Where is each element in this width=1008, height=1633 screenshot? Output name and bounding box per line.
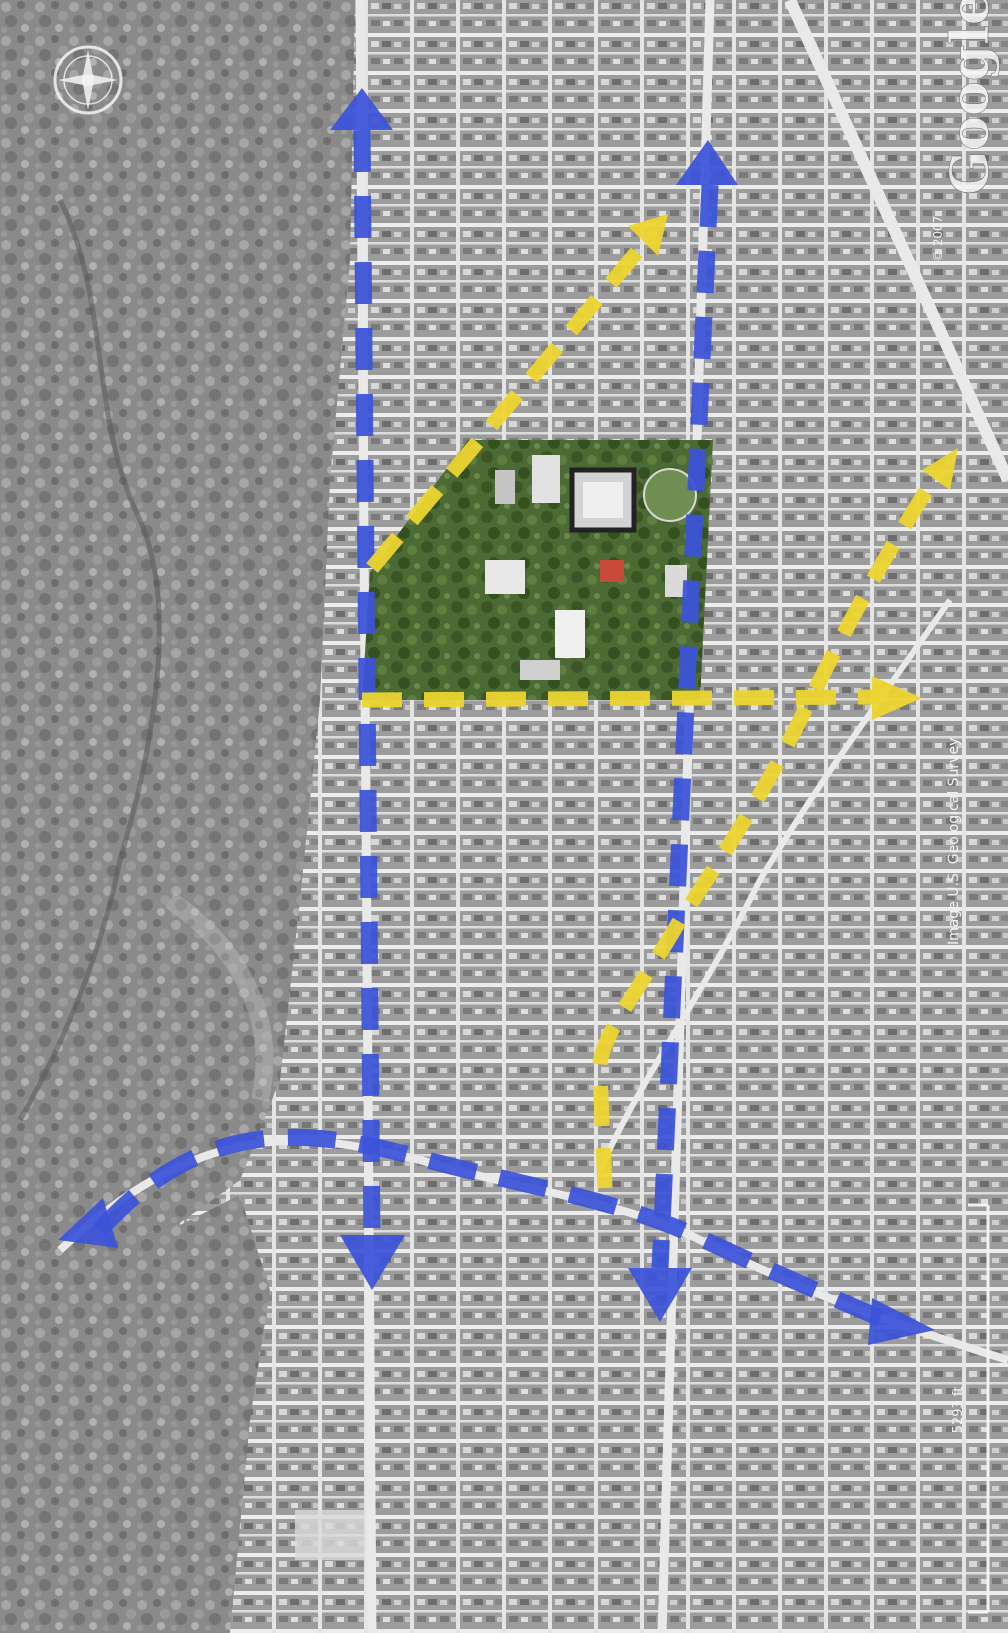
golf-course-fairway bbox=[164, 892, 274, 1102]
arrowhead-south-icon bbox=[340, 1235, 405, 1290]
arrowhead-south-icon bbox=[628, 1268, 692, 1322]
google-logo: Google bbox=[940, 0, 1001, 195]
stream-valley bbox=[17, 198, 162, 1122]
blue-routes bbox=[58, 88, 935, 1345]
copyright-text: © 2007 bbox=[931, 216, 945, 262]
yellow-campus-triangle-route[interactable] bbox=[361, 214, 922, 720]
arrowhead-northeast-icon bbox=[922, 448, 958, 490]
forest-area bbox=[0, 0, 355, 1250]
yellow-southeast-road-route[interactable] bbox=[592, 448, 958, 1189]
arrowhead-north-icon bbox=[330, 88, 393, 130]
blue-west-avenue-route[interactable] bbox=[330, 88, 405, 1290]
arrowhead-north-icon bbox=[676, 140, 738, 185]
arrowhead-east-icon bbox=[872, 676, 922, 720]
yellow-routes bbox=[361, 214, 958, 1189]
scale-label: 5293 ft bbox=[951, 1387, 966, 1434]
blue-east-avenue-route[interactable] bbox=[628, 140, 738, 1322]
stadium-building bbox=[295, 1510, 365, 1560]
imagery-credit: Image U.S. Geological Survey bbox=[946, 738, 962, 945]
arrowhead-west-icon bbox=[58, 1198, 118, 1248]
scale-bar: 5293 ft bbox=[951, 1203, 990, 1614]
blue-diagonal-road-route[interactable] bbox=[58, 1128, 935, 1345]
forest-area-south bbox=[0, 1195, 270, 1633]
compass-rose-icon[interactable] bbox=[53, 45, 123, 115]
arrowhead-northeast-icon bbox=[628, 214, 668, 256]
campus-buildings bbox=[485, 455, 697, 680]
arrowhead-east-icon bbox=[868, 1298, 935, 1345]
